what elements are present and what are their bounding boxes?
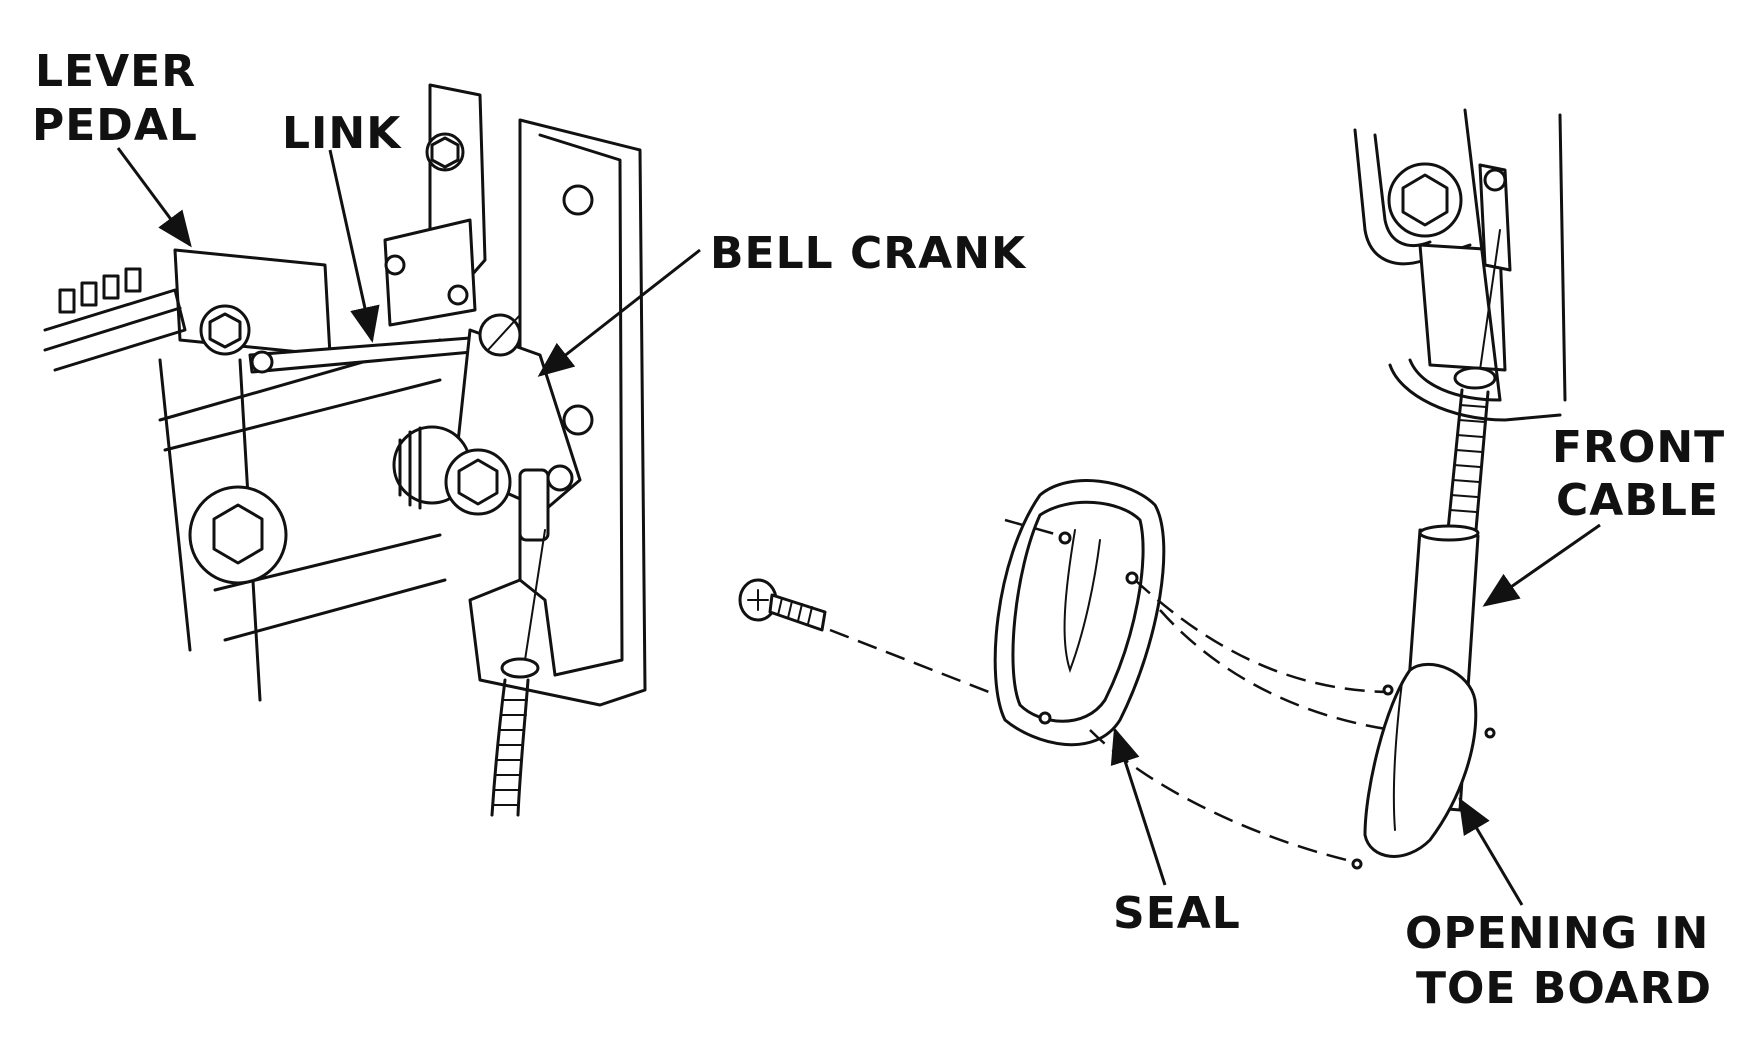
seal-illustration	[993, 479, 1166, 747]
rear-cable	[490, 529, 546, 817]
right-assembly	[1351, 108, 1567, 870]
toe-board-opening	[1351, 663, 1496, 870]
bell-crank-illustration	[392, 313, 582, 542]
lever-pedal-leader	[116, 147, 192, 248]
screw	[738, 578, 827, 632]
label-lever: LEVER	[35, 46, 196, 97]
opening-leader	[1458, 797, 1524, 906]
upper-bracket	[1353, 108, 1567, 422]
label-pedal: PEDAL	[32, 100, 198, 151]
front-cable-leader	[1482, 523, 1601, 607]
bell-crank-leader	[537, 248, 701, 377]
label-front: FRONT	[1552, 422, 1725, 473]
link-rod	[199, 304, 474, 374]
labels: LEVER PEDAL LINK BELL CRANK FRONT CABLE …	[32, 46, 1725, 1014]
leader-lines	[116, 147, 1601, 906]
label-seal: SEAL	[1113, 888, 1241, 939]
seal-leader	[1110, 727, 1167, 886]
label-bell-crank: BELL CRANK	[710, 228, 1027, 279]
link-leader	[328, 149, 380, 343]
pivot-bolt	[188, 485, 288, 585]
label-toe-board: TOE BOARD	[1416, 963, 1712, 1014]
label-link: LINK	[282, 108, 402, 159]
label-cable: CABLE	[1556, 475, 1719, 526]
left-assembly	[43, 83, 647, 817]
label-opening-in: OPENING IN	[1405, 908, 1709, 959]
